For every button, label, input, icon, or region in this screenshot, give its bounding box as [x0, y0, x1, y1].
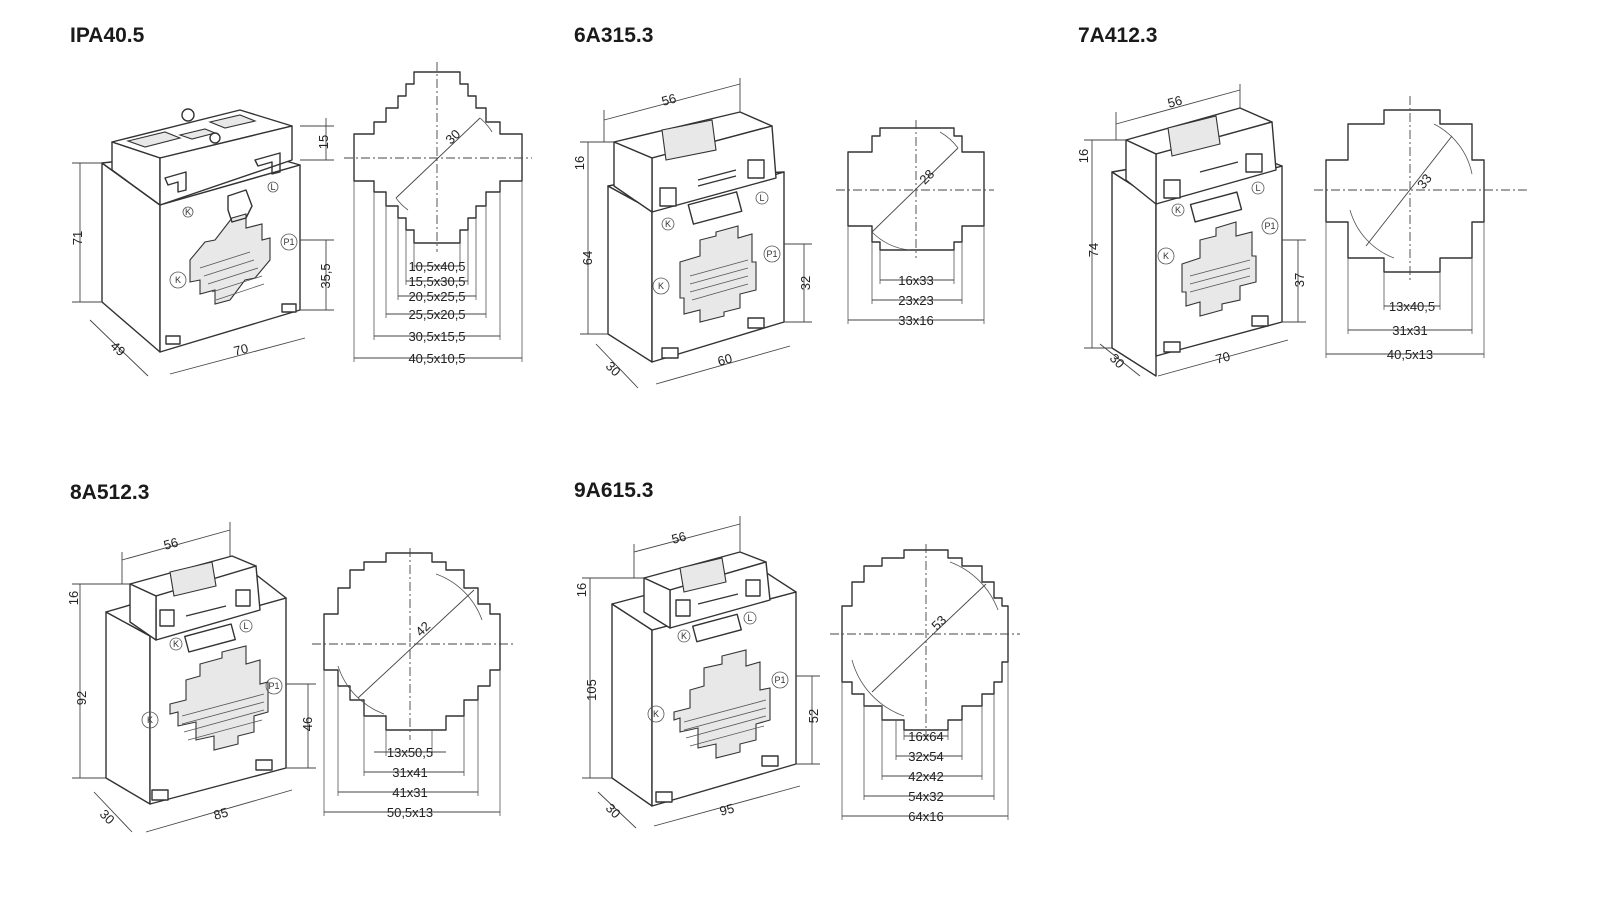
- ipa-top-height-dimension: 15: [316, 135, 331, 149]
- 9a-window-height-dimension: 52: [806, 709, 821, 723]
- 8a-top-width-dimension: 56: [162, 535, 180, 553]
- ipa-k-mark: K: [175, 275, 181, 285]
- 8a-depth-dimension: 30: [97, 806, 118, 827]
- 6a-window-height-dimension: 32: [798, 276, 813, 290]
- 8a-bar-2: 31x41: [392, 765, 427, 780]
- 7a-bar-3: 40,5x13: [1387, 347, 1433, 362]
- 7a412-3-front-view: K L K P1: [1084, 84, 1306, 377]
- model-title-8a512-3: 8A512.3: [70, 481, 150, 504]
- ipa-p1-mark: P1: [283, 237, 294, 247]
- ipa-bar-6: 40,5x10,5: [408, 351, 465, 366]
- 6a-top-width-dimension: 56: [660, 91, 678, 109]
- ipa-window-height-dimension: 35,5: [318, 263, 333, 288]
- model-title-9a615-3: 9A615.3: [574, 479, 654, 502]
- ipa-depth-dimension: 49: [108, 338, 129, 359]
- 9a-bar-2: 32x54: [908, 749, 943, 764]
- 9a-p1-mark: P1: [774, 675, 785, 685]
- ipa-bar-3: 20,5x25,5: [408, 289, 465, 304]
- 9a-l-mark: L: [747, 613, 752, 623]
- 9a-k-mark-top: K: [681, 631, 687, 641]
- 7a-window-height-dimension: 37: [1292, 273, 1307, 287]
- 9a-bar-3: 42x42: [908, 769, 943, 784]
- 7a-k-mark: K: [1163, 251, 1169, 261]
- 9a-k-mark: K: [653, 709, 659, 719]
- 8a-p1-mark: P1: [268, 681, 279, 691]
- 8a-bar-1: 13x50,5: [387, 745, 433, 760]
- 6a-height-dimension: 64: [580, 251, 595, 265]
- 6a-depth-dimension: 30: [603, 358, 624, 379]
- 9a-bar-5: 64x16: [908, 809, 943, 824]
- ipa-bar-4: 25,5x20,5: [408, 307, 465, 322]
- 7a-top-width-dimension: 56: [1166, 93, 1184, 111]
- 9a615-3-front-view: K L K P1: [582, 516, 820, 829]
- 8a-l-mark: L: [243, 621, 248, 631]
- 7a412-3-window-view: [1314, 96, 1530, 358]
- model-title-7a412-3: 7A412.3: [1078, 24, 1158, 47]
- 6a-top-height-dimension: 16: [572, 156, 587, 170]
- 6a315-3-window-view: [836, 120, 994, 324]
- 8a-window-height-dimension: 46: [300, 717, 315, 731]
- 7a-width-dimension: 70: [1214, 349, 1232, 367]
- 6a-bar-2: 23x23: [898, 293, 933, 308]
- 8a-top-height-dimension: 16: [66, 591, 81, 605]
- 7a-top-height-dimension: 16: [1076, 149, 1091, 163]
- 8a512-3-window-view: [312, 548, 514, 816]
- 8a-width-dimension: 85: [212, 805, 230, 823]
- ipa40-5-window-view: [344, 62, 532, 362]
- 9a-top-width-dimension: 56: [670, 529, 688, 547]
- 9a-top-height-dimension: 16: [574, 583, 589, 597]
- 6a-l-mark: L: [759, 193, 764, 203]
- 9a-height-dimension: 105: [584, 679, 599, 701]
- ipa-bar-2: 15,5x30,5: [408, 274, 465, 289]
- 9a-depth-dimension: 30: [603, 800, 624, 821]
- 7a-l-mark: L: [1255, 183, 1260, 193]
- 6a-k-mark: K: [658, 281, 664, 291]
- 6a-bar-3: 33x16: [898, 313, 933, 328]
- ipa-bar-1: 10,5x40,5: [408, 259, 465, 274]
- ipa-height-dimension: 71: [70, 231, 85, 245]
- 9a-bar-4: 54x32: [908, 789, 943, 804]
- ipa40-5-front-view: K L K P1: [72, 108, 334, 377]
- 8a-bar-3: 41x31: [392, 785, 427, 800]
- 7a-bar-1: 13x40,5: [1389, 299, 1435, 314]
- model-title-6a315-3: 6A315.3: [574, 24, 654, 47]
- 8a-bar-4: 50,5x13: [387, 805, 433, 820]
- 8a-height-dimension: 92: [74, 691, 89, 705]
- 9a-width-dimension: 95: [718, 801, 736, 819]
- 8a-k-mark: K: [147, 715, 153, 725]
- 8a512-3-front-view: K L K P1: [72, 522, 316, 833]
- ipa-l-mark: L: [270, 182, 275, 192]
- 9a-bar-1: 16x64: [908, 729, 943, 744]
- 6a-p1-mark: P1: [766, 249, 777, 259]
- 6a-k-mark-top: K: [665, 219, 671, 229]
- 7a-bar-2: 31x31: [1392, 323, 1427, 338]
- ipa-bar-5: 30,5x15,5: [408, 329, 465, 344]
- 7a-height-dimension: 74: [1086, 243, 1101, 257]
- model-title-ipa40-5: IPA40.5: [70, 24, 145, 47]
- ipa-width-dimension: 70: [232, 341, 250, 359]
- 6a-width-dimension: 60: [716, 351, 734, 369]
- ipa-k-mark-top: K: [185, 207, 191, 217]
- 8a-k-mark-top: K: [173, 639, 179, 649]
- 9a615-3-window-view: [830, 544, 1020, 820]
- 6a315-3-front-view: K L K P1: [580, 78, 812, 389]
- 6a-bar-1: 16x33: [898, 273, 933, 288]
- 7a-k-mark-top: K: [1175, 205, 1181, 215]
- 7a-p1-mark: P1: [1264, 221, 1275, 231]
